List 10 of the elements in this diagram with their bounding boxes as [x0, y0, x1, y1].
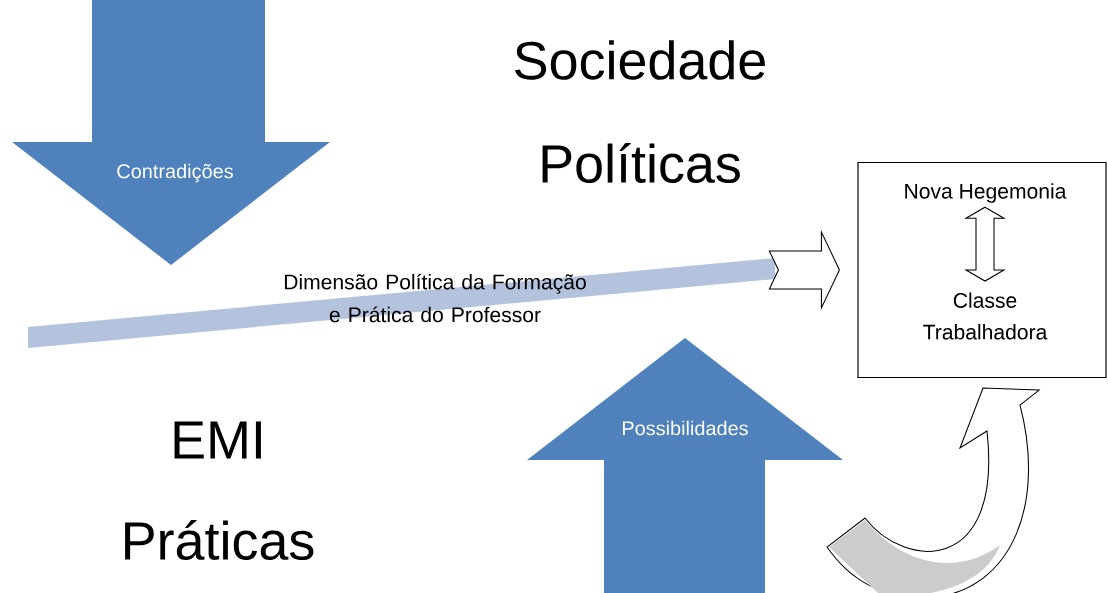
block-arrow	[964, 206, 1006, 282]
bar-with-text: Dimensão Política da Formação e Prática do Professor	[28, 258, 775, 348]
box	[857, 161, 1107, 379]
heading-text: Políticas	[542, 142, 740, 184]
heading-text: EMI	[174, 421, 261, 459]
text: Classe Trabalhadora	[923, 292, 1048, 340]
text: Nova Hegemonia	[905, 183, 1067, 203]
block-arrow	[826, 387, 1040, 593]
heading-text: Sociedade	[515, 40, 765, 80]
heading-text: Práticas	[125, 519, 314, 561]
